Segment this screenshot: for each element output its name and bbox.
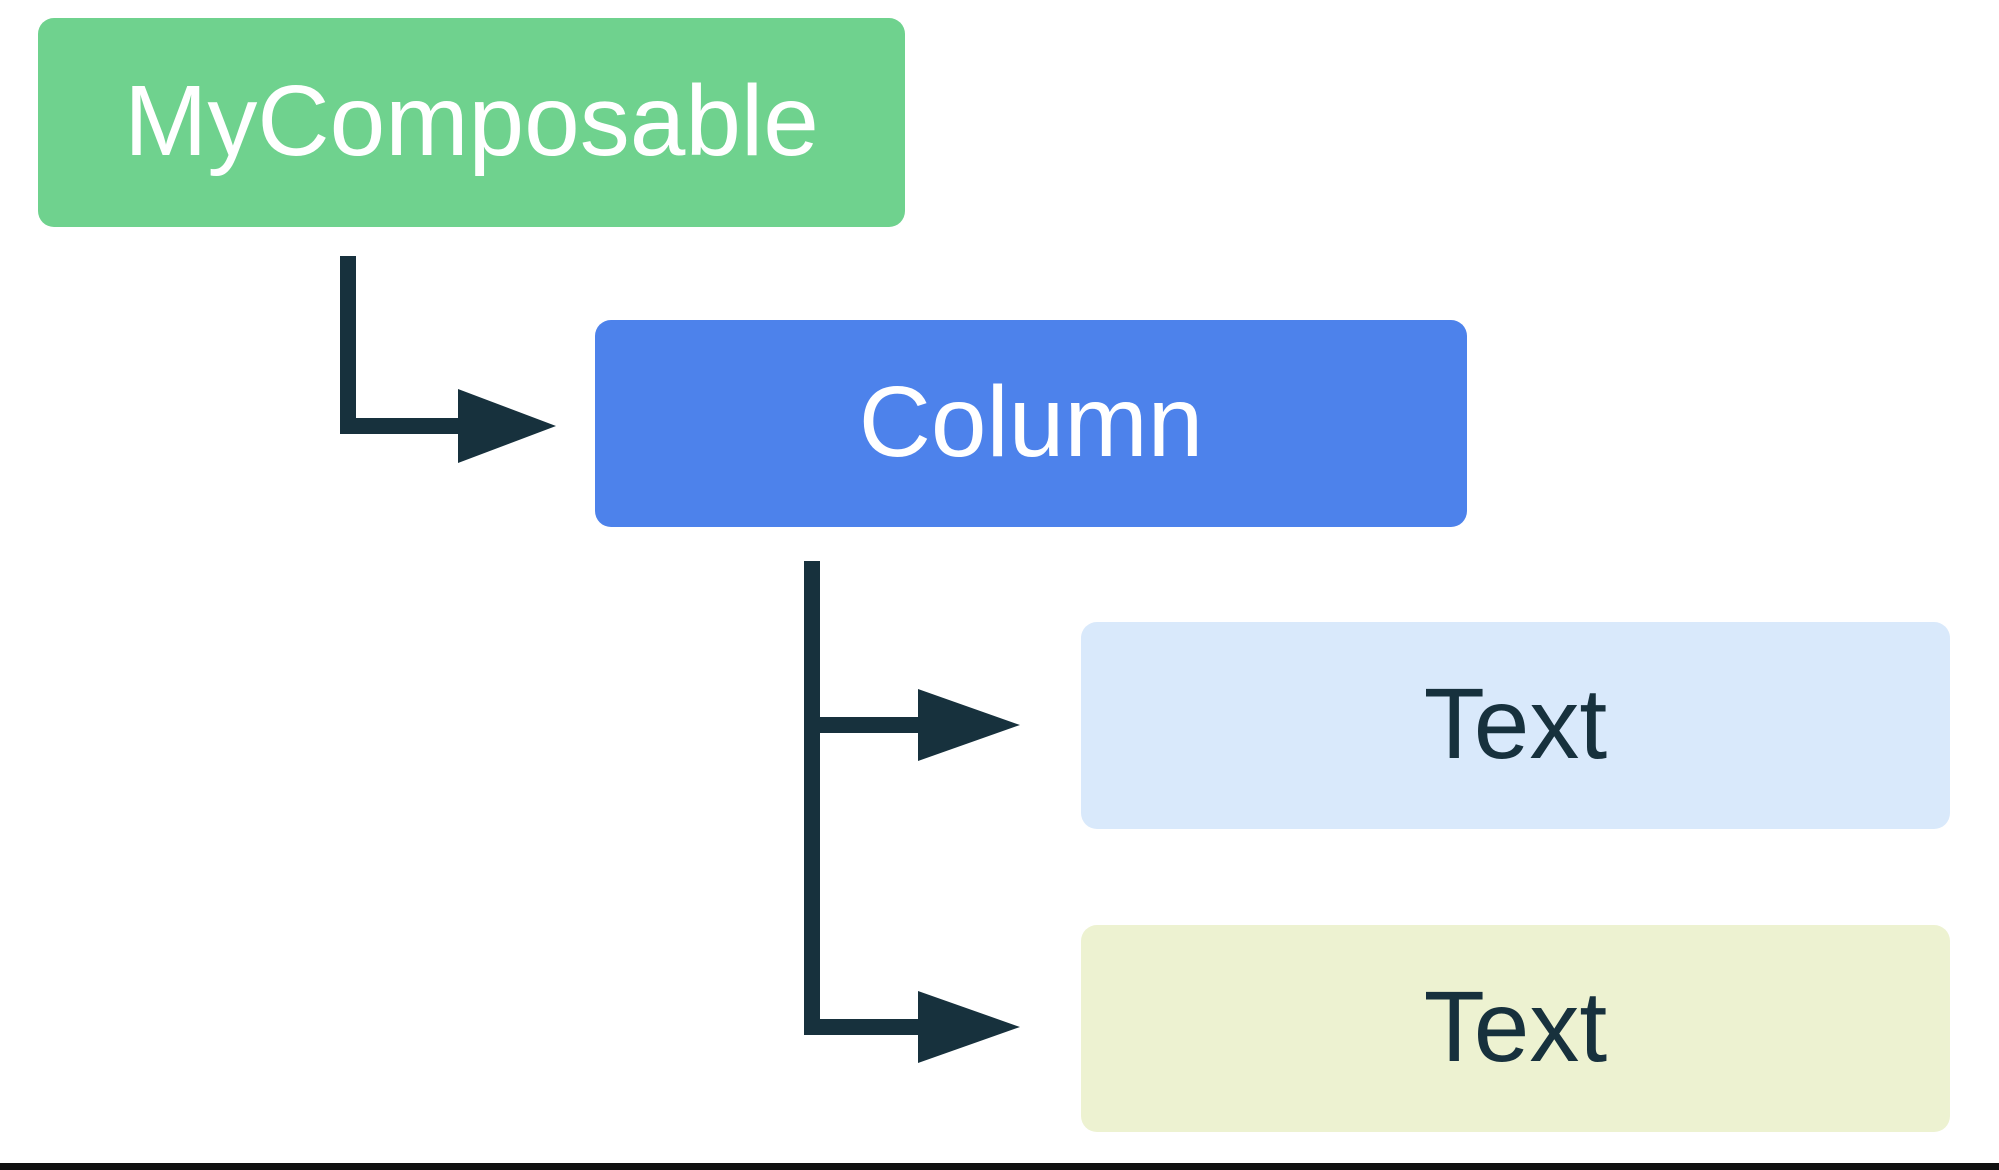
connector-trunk-segment (804, 561, 820, 1035)
node-mycomposable: MyComposable (38, 18, 905, 227)
connector-horizontal-segment (340, 418, 460, 434)
arrowhead-icon (918, 689, 1020, 761)
connector-branch-2-segment (804, 1019, 920, 1035)
arrowhead-icon (458, 389, 556, 463)
node-text-1: Text (1081, 622, 1950, 829)
connector-branch-1-segment (804, 717, 920, 733)
node-text-1-label: Text (1423, 667, 1608, 780)
arrowhead-icon (918, 991, 1020, 1063)
node-text-2: Text (1081, 925, 1950, 1132)
bottom-border-line (0, 1163, 1999, 1170)
node-mycomposable-label: MyComposable (124, 64, 819, 177)
connector-vertical-segment (340, 256, 356, 434)
node-column: Column (595, 320, 1467, 527)
connector-column-to-children (804, 561, 1020, 1063)
node-column-label: Column (858, 365, 1204, 478)
node-text-2-label: Text (1423, 970, 1608, 1083)
connector-mycomposable-to-column (340, 256, 556, 463)
